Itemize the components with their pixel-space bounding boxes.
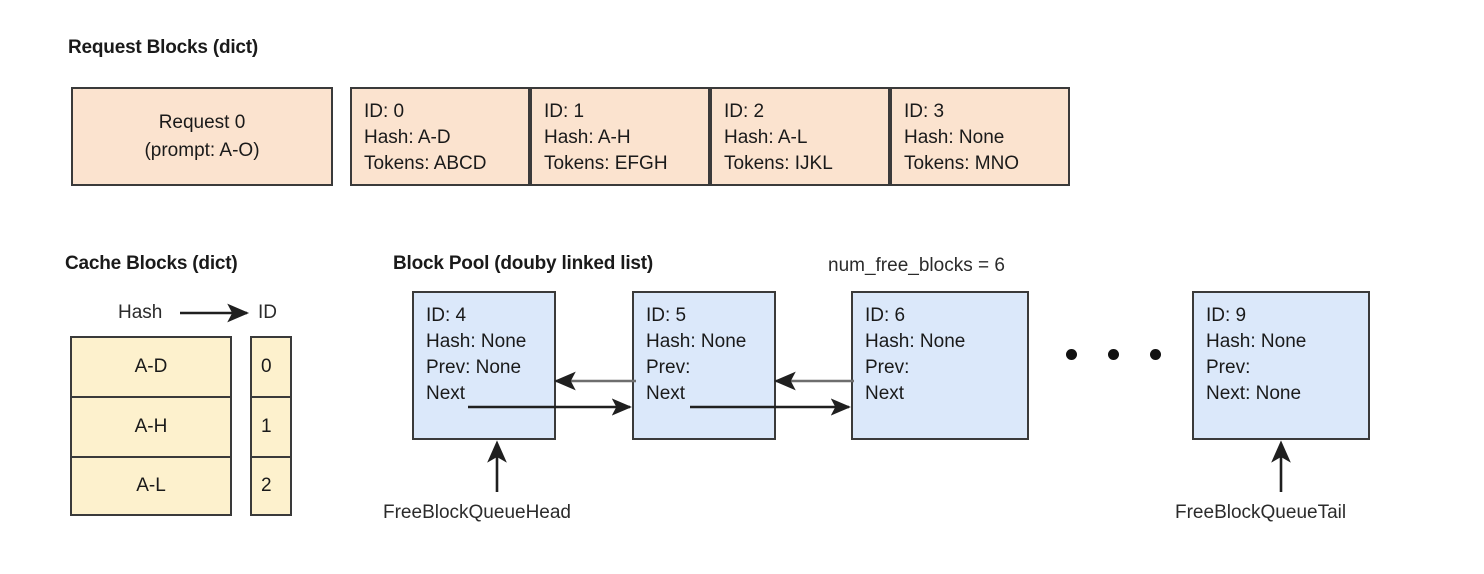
ellipsis-dot-icon [1066, 349, 1077, 360]
request-0-line-2: (prompt: A-O) [144, 139, 260, 161]
cache-id-cell: 1 [250, 396, 292, 456]
pool-block-id: ID: 4 [426, 305, 467, 326]
request-block-tokens: Tokens: ABCD [364, 153, 487, 174]
pool-block-id: ID: 9 [1206, 305, 1247, 326]
cache-header-hash: Hash [118, 302, 163, 323]
request-block-hash: Hash: A-L [724, 127, 808, 148]
request-block-hash: Hash: None [904, 127, 1005, 148]
request-block-id: ID: 3 [904, 101, 945, 122]
free-block-queue-head-label: FreeBlockQueueHead [383, 502, 571, 523]
request-block-1: ID: 1 Hash: A-H Tokens: EFGH [530, 87, 710, 186]
request-block-tokens: Tokens: MNO [904, 153, 1020, 174]
pool-block-id: ID: 6 [865, 305, 906, 326]
cache-hash-cell: A-L [70, 456, 232, 516]
request-block-tokens: Tokens: EFGH [544, 153, 668, 174]
pool-block-6: ID: 6 Hash: None Prev: Next [851, 291, 1029, 440]
pool-block-id: ID: 5 [646, 305, 687, 326]
ellipsis-dot-icon [1150, 349, 1161, 360]
cache-hash-cell: A-D [70, 336, 232, 396]
block-pool-title: Block Pool (douby linked list) [393, 253, 654, 274]
pool-block-hash: Hash: None [426, 331, 527, 352]
pool-block-9: ID: 9 Hash: None Prev: Next: None [1192, 291, 1370, 440]
cache-hash-cell: A-H [70, 396, 232, 456]
request-block-id: ID: 1 [544, 101, 585, 122]
pool-block-hash: Hash: None [865, 331, 966, 352]
request-0-line-1: Request 0 [158, 111, 246, 133]
pool-block-prev: Prev: [865, 357, 910, 378]
pool-block-4: ID: 4 Hash: None Prev: None Next [412, 291, 556, 440]
request-block-id: ID: 0 [364, 101, 405, 122]
pool-block-hash: Hash: None [646, 331, 747, 352]
free-block-queue-tail-label: FreeBlockQueueTail [1175, 502, 1347, 523]
request-blocks-title: Request Blocks (dict) [68, 37, 259, 58]
cache-id-cell: 0 [250, 336, 292, 396]
pool-block-prev: Prev: [1206, 357, 1251, 378]
request-block-hash: Hash: A-D [364, 127, 451, 148]
pool-block-next: Next [865, 383, 905, 404]
pool-block-hash: Hash: None [1206, 331, 1307, 352]
pool-block-next: Next [426, 383, 466, 404]
pool-block-next: Next: None [1206, 383, 1302, 404]
request-block-0: ID: 0 Hash: A-D Tokens: ABCD [350, 87, 530, 186]
request-block-3: ID: 3 Hash: None Tokens: MNO [890, 87, 1070, 186]
pool-block-prev: Prev: [646, 357, 691, 378]
request-block-tokens: Tokens: IJKL [724, 153, 833, 174]
request-block-id: ID: 2 [724, 101, 765, 122]
cache-header-id: ID [258, 302, 277, 323]
ellipsis-dot-icon [1108, 349, 1119, 360]
cache-blocks-title: Cache Blocks (dict) [65, 253, 238, 274]
num-free-blocks-label: num_free_blocks = 6 [828, 255, 1005, 276]
request-block-2: ID: 2 Hash: A-L Tokens: IJKL [710, 87, 890, 186]
pool-block-next: Next [646, 383, 686, 404]
cache-id-cell: 2 [250, 456, 292, 516]
request-0-box: Request 0 (prompt: A-O) [71, 87, 333, 186]
request-block-hash: Hash: A-H [544, 127, 631, 148]
pool-block-5: ID: 5 Hash: None Prev: Next [632, 291, 776, 440]
pool-block-prev: Prev: None [426, 357, 522, 378]
